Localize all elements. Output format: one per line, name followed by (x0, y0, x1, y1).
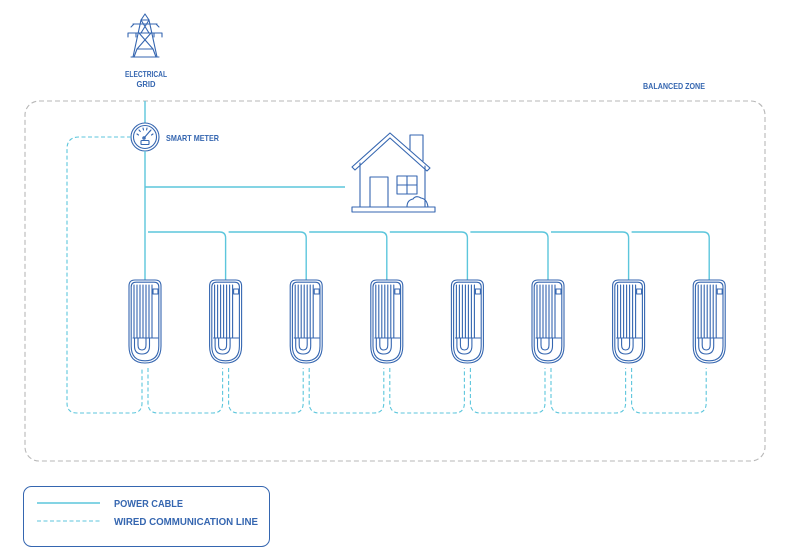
charger-status-light (152, 288, 159, 295)
charger-body-inner (372, 281, 402, 362)
charger-cable-inner (701, 337, 711, 351)
ev-charger-icon (531, 279, 565, 364)
charger-cable-outer (536, 337, 554, 355)
charger-panel-stripes (374, 284, 401, 339)
ev-charger-icon (128, 279, 162, 364)
charger-comm-line (631, 368, 707, 414)
charger-cable-outer (214, 337, 231, 355)
charger-comm-line (228, 368, 304, 414)
charger-status-light (233, 288, 240, 295)
charger-comm-line (469, 368, 546, 414)
charger-body-inner (453, 281, 482, 362)
ev-charger-icon (209, 279, 243, 364)
charger-cable-inner (137, 337, 147, 351)
smart-meter-icon (130, 122, 160, 152)
balanced-zone-border (24, 100, 766, 462)
charger-body-inner (130, 281, 160, 362)
power-bus (148, 231, 710, 280)
charger-comm-line (147, 368, 224, 414)
charger-comm-line (550, 368, 627, 414)
charger-status-light (636, 288, 643, 295)
legend: POWER CABLE WIRED COMMUNICATION LINE (23, 486, 270, 547)
charger-panel-stripes (293, 284, 320, 339)
charger-body-inner (533, 281, 563, 362)
charger-power-cable (631, 231, 710, 280)
charger-status-light (474, 288, 481, 295)
charger-body-inner (694, 281, 724, 362)
grid-label-line2: GRID (137, 80, 156, 89)
charger-power-cable (389, 231, 469, 280)
charger-power-cable (148, 231, 227, 280)
charger-cable-outer (133, 337, 151, 355)
balanced-zone-label: BALANCED ZONE (643, 81, 705, 91)
charger-cable-inner (379, 337, 389, 351)
ev-charger-icon (370, 279, 404, 364)
smart-meter-label: SMART METER (166, 133, 219, 143)
ev-charger-icon (289, 279, 323, 364)
charger-power-cable (551, 231, 630, 280)
charger-body-inner (614, 281, 643, 362)
grid-label: ELECTRICAL (125, 70, 167, 79)
charger-cable-outer (375, 337, 392, 355)
ev-charger-icon (612, 279, 646, 364)
charger-status-light (716, 288, 723, 295)
charger-cable-inner (218, 337, 228, 351)
chargers (128, 279, 726, 364)
charger-cable-inner (459, 337, 469, 351)
charger-comm-line (389, 368, 465, 414)
charger-panel-stripes (696, 284, 723, 339)
legend-box (23, 486, 270, 547)
charger-panel-stripes (213, 284, 240, 339)
charger-cable-outer (617, 337, 634, 355)
transmission-tower-icon (127, 13, 163, 58)
charger-panel-stripes (616, 284, 643, 339)
charger-body-inner (291, 281, 321, 362)
charger-cable-inner (298, 337, 308, 351)
charger-cable-outer (295, 337, 312, 355)
charger-cable-inner (621, 337, 631, 351)
charger-cable-outer (456, 337, 473, 355)
charger-power-cable (228, 231, 307, 280)
charger-power-cable (309, 231, 388, 280)
charger-status-light (555, 288, 562, 295)
communication-lines (66, 136, 707, 414)
charger-panel-stripes (535, 284, 562, 339)
meter-comm-line (66, 136, 143, 414)
ev-charger-icon (692, 279, 726, 364)
charger-panel-stripes (132, 284, 159, 339)
charger-power-cable (470, 231, 549, 280)
charger-comm-line (308, 368, 385, 414)
charger-status-light (313, 288, 320, 295)
house-icon (351, 132, 436, 213)
ev-charger-icon (450, 279, 484, 364)
charger-cable-inner (540, 337, 550, 351)
charger-body-inner (211, 281, 240, 362)
charger-panel-stripes (454, 284, 481, 339)
legend-comm-line-label: WIRED COMMUNICATION LINE (114, 517, 258, 528)
legend-power-cable-label: POWER CABLE (114, 499, 183, 510)
charger-cable-outer (698, 337, 715, 355)
charger-status-light (394, 288, 401, 295)
